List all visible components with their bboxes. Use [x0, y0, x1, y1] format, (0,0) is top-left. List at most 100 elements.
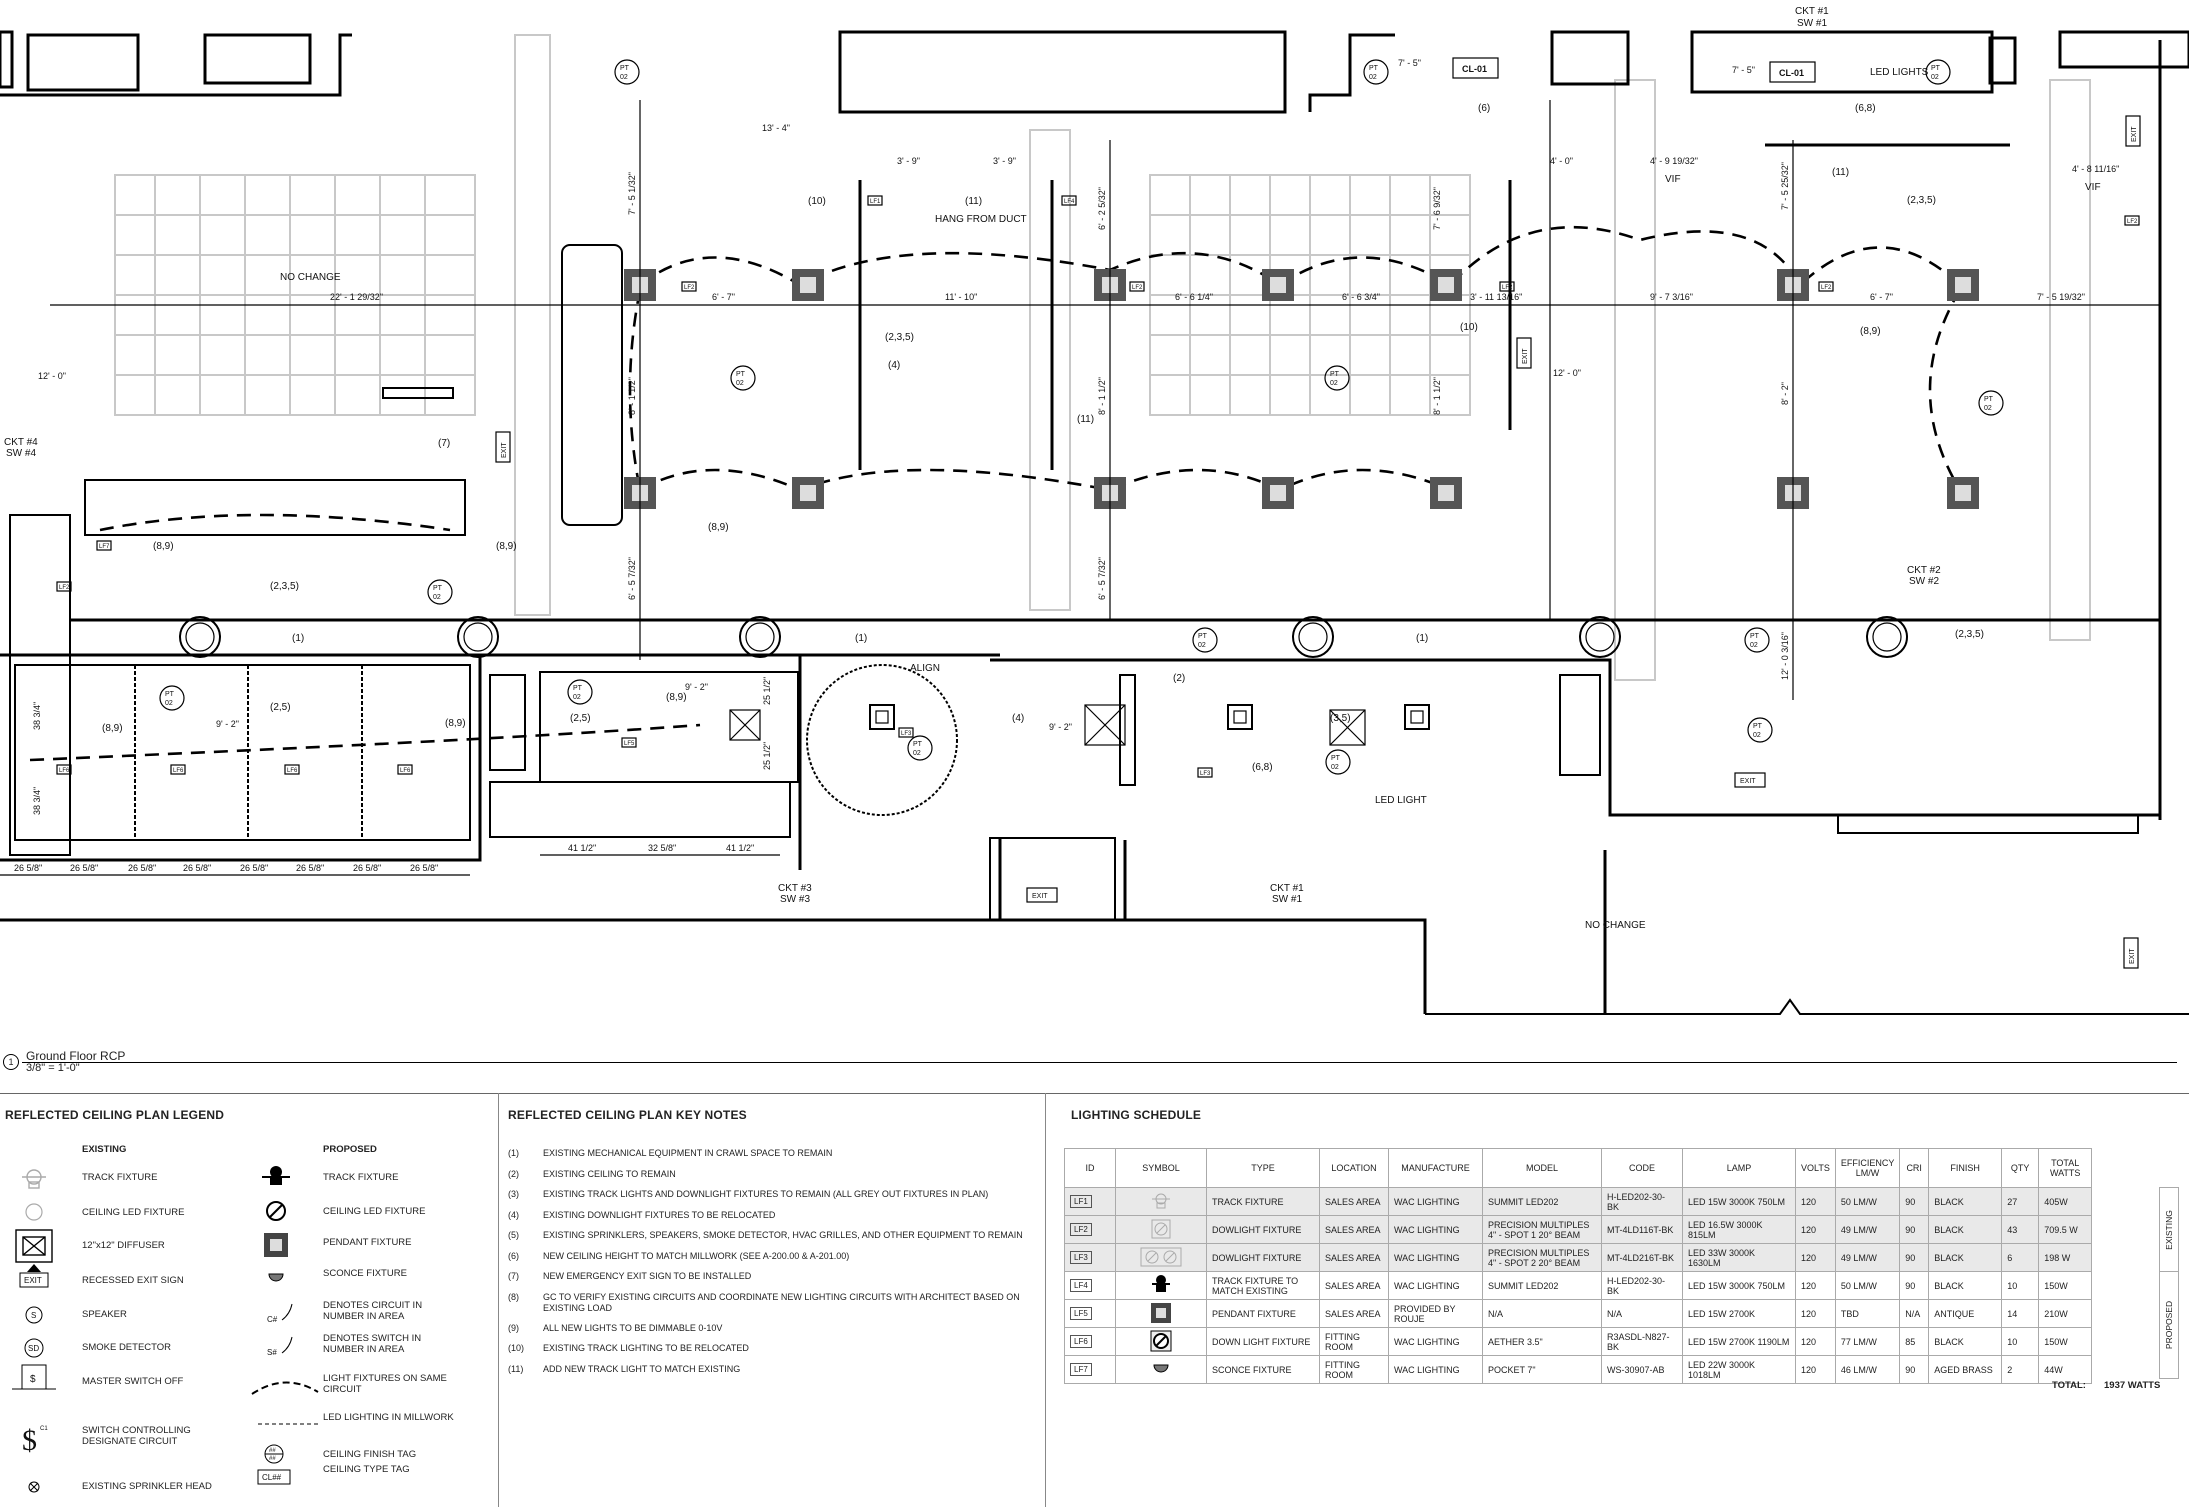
view-title-rule [22, 1062, 2177, 1063]
table-row: LF6 DOWN LIGHT FIXTURE FITTING ROOM WAC … [1064, 1327, 2093, 1356]
svg-text:CKT #1: CKT #1 [1270, 883, 1304, 894]
svg-text:S#: S# [267, 1348, 277, 1357]
svg-text:(2,5): (2,5) [570, 713, 591, 724]
keynotes-title: REFLECTED CEILING PLAN KEY NOTES [508, 1108, 747, 1122]
svg-text:(8,9): (8,9) [666, 692, 687, 703]
svg-text:(3,5): (3,5) [1330, 713, 1351, 724]
legend-proposed-ceiling-led: CEILING LED FIXTURE [323, 1206, 426, 1217]
cell-code: R3ASDL-N827-BK [1601, 1327, 1683, 1356]
svg-text:9' - 7 3/16": 9' - 7 3/16" [1650, 292, 1693, 302]
svg-text:4' - 8 11/16": 4' - 8 11/16" [2072, 164, 2119, 174]
svg-text:7' - 5 19/32": 7' - 5 19/32" [2037, 292, 2085, 302]
cell-type: DOWN LIGHT FIXTURE [1206, 1327, 1320, 1356]
cell-location: FITTING ROOM [1319, 1327, 1389, 1356]
label-hang-from-duct: HANG FROM DUCT [935, 214, 1027, 225]
svg-text:7' - 5": 7' - 5" [1732, 65, 1755, 75]
svg-text:SD: SD [28, 1344, 39, 1353]
cell-volts: 120 [1795, 1215, 1836, 1244]
svg-text:02: 02 [573, 694, 581, 701]
cell-location: SALES AREA [1319, 1299, 1389, 1328]
cell-model: AETHER 3.5" [1482, 1327, 1602, 1356]
dimension-lines [0, 100, 2160, 876]
cell-type: TRACK FIXTURE [1206, 1187, 1320, 1216]
fixture-id: LF7 [1070, 1363, 1092, 1376]
svg-text:12' - 0": 12' - 0" [38, 371, 66, 381]
cell-model: SUMMIT LED202 [1482, 1187, 1602, 1216]
label-no-change-1: NO CHANGE [280, 272, 341, 283]
svg-text:(10): (10) [808, 196, 826, 207]
svg-text:6' - 2 5/32": 6' - 2 5/32" [1097, 187, 1107, 230]
svg-text:(6,8): (6,8) [1855, 103, 1876, 114]
cell-volts: 120 [1795, 1187, 1836, 1216]
svg-text:8' - 2": 8' - 2" [1780, 382, 1790, 405]
col-finish: FINISH [1928, 1148, 2003, 1188]
cell-location: SALES AREA [1319, 1271, 1389, 1300]
legend-proposed-type-tag: CEILING TYPE TAG [323, 1464, 410, 1475]
svg-text:(11): (11) [965, 196, 982, 207]
speaker-icon: S [25, 1306, 43, 1324]
svg-text:PT: PT [1330, 371, 1340, 378]
cell-qty: 10 [2001, 1271, 2040, 1300]
label-led-light: LED LIGHT [1375, 795, 1427, 806]
svg-text:LF6: LF6 [59, 768, 70, 774]
svg-text:(6,8): (6,8) [1252, 762, 1273, 773]
cell-qty: 6 [2001, 1243, 2040, 1272]
proposed-track-icon [1152, 1274, 1170, 1292]
cell-watts: 198 W [2038, 1243, 2093, 1272]
cell-location: SALES AREA [1319, 1187, 1389, 1216]
svg-text:02: 02 [1331, 764, 1339, 771]
cell-manufacture: WAC LIGHTING [1388, 1243, 1483, 1272]
track-lines [858, 143, 2010, 470]
fixture-id: LF6 [1070, 1335, 1092, 1348]
svg-text:02: 02 [433, 594, 441, 601]
svg-text:6' - 6 1/4": 6' - 6 1/4" [1175, 292, 1213, 302]
svg-text:9' - 2": 9' - 2" [685, 682, 708, 692]
circuit-number-icon: C# [267, 1303, 293, 1324]
svg-text:EXIT: EXIT [501, 442, 508, 458]
sprinkler-icon [28, 1481, 40, 1493]
label-align: ALIGN [910, 663, 940, 674]
svg-text:9' - 2": 9' - 2" [1049, 722, 1072, 732]
svg-text:PT: PT [1198, 633, 1208, 640]
keynote-callouts: (1) (1) (1) (2,3,5) (2,3,5) (2,3,5) (2,3… [102, 103, 1984, 773]
legend-existing-speaker: SPEAKER [82, 1309, 127, 1320]
cell-finish: BLACK [1928, 1327, 2003, 1356]
svg-text:26 5/8": 26 5/8" [14, 863, 42, 873]
svg-text:4' - 0": 4' - 0" [1550, 156, 1573, 166]
total-value: 1937 WATTS [2104, 1380, 2161, 1391]
svg-text:3' - 9": 3' - 9" [993, 156, 1016, 166]
svg-text:(6): (6) [1478, 103, 1490, 114]
svg-text:SW #3: SW #3 [780, 894, 810, 905]
cell-qty: 10 [2001, 1327, 2040, 1356]
svg-text:CL##: CL## [262, 1473, 282, 1482]
cell-model: PRECISION MULTIPLES 4" - SPOT 1 20° BEAM [1482, 1215, 1602, 1244]
cell-finish: BLACK [1928, 1243, 2003, 1272]
cell-type: TRACK FIXTURE TO MATCH EXISTING [1206, 1271, 1320, 1300]
group-existing-label: EXISTING [2159, 1187, 2179, 1272]
svg-text:8' - 1 1/2": 8' - 1 1/2" [627, 377, 637, 415]
same-circuit-icon [251, 1381, 319, 1395]
cell-volts: 120 [1795, 1355, 1836, 1384]
label-vif-2: VIF [2085, 182, 2101, 193]
svg-text:02: 02 [1753, 732, 1761, 739]
walls [0, 30, 2189, 1015]
svg-text:CKT #3: CKT #3 [778, 883, 812, 894]
svg-text:(4): (4) [1012, 713, 1024, 724]
svg-text:9' - 2": 9' - 2" [216, 719, 239, 729]
svg-text:12' - 0 3/16": 12' - 0 3/16" [1780, 632, 1790, 680]
legend-proposed-finish-tag: CEILING FINISH TAG [323, 1449, 417, 1460]
svg-text:02: 02 [1931, 74, 1939, 81]
col-lamp: LAMP [1682, 1148, 1796, 1188]
svg-text:LF2: LF2 [1502, 285, 1513, 291]
cell-type: PENDANT FIXTURE [1206, 1299, 1320, 1328]
track-fixture-icon [1152, 1193, 1170, 1208]
svg-text:38 3/4": 38 3/4" [32, 702, 42, 730]
svg-text:PT: PT [1369, 65, 1379, 72]
svg-text:PT: PT [433, 585, 443, 592]
proposed-downlight-icon [1150, 1330, 1172, 1351]
svg-text:7' - 5 25/32": 7' - 5 25/32" [1780, 162, 1790, 210]
legend-proposed-sconce: SCONCE FIXTURE [323, 1268, 407, 1279]
cell-location: FITTING ROOM [1319, 1355, 1389, 1384]
svg-text:13' - 4": 13' - 4" [762, 123, 790, 133]
svg-text:6' - 6 3/4": 6' - 6 3/4" [1342, 292, 1380, 302]
